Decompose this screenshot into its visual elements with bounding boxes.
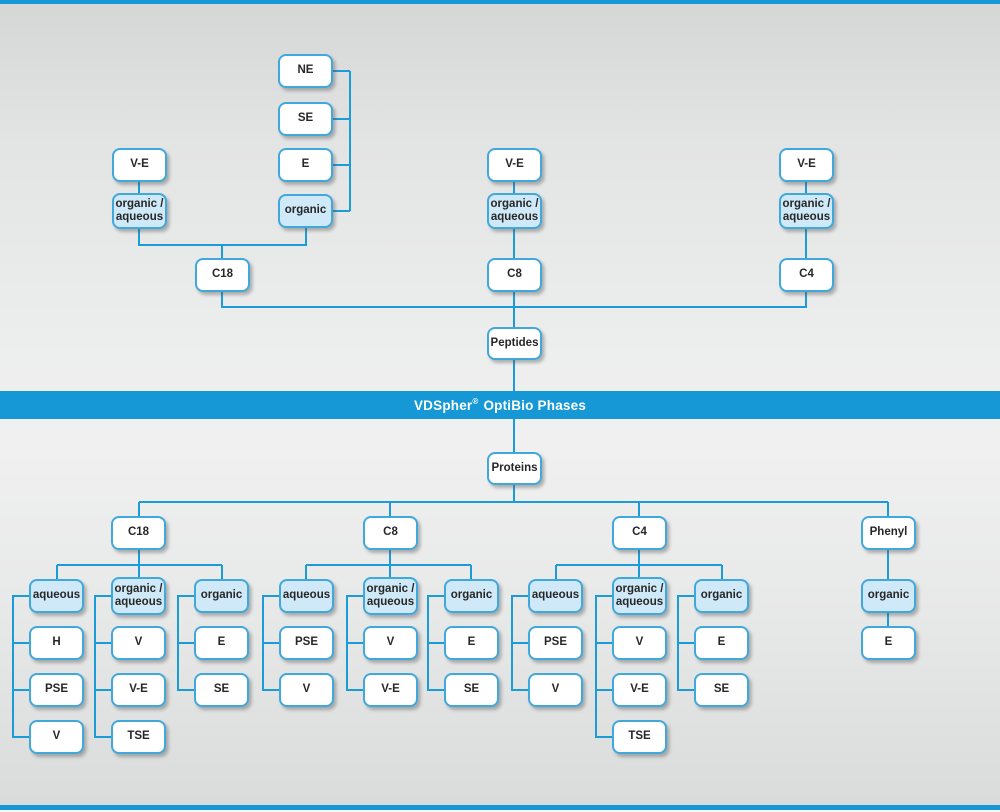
node-c18-aqueous-pse: PSE — [29, 673, 84, 707]
node-peptides-c4: C4 — [779, 258, 834, 292]
node-c4-orgaq: organic / aqueous — [612, 577, 667, 615]
bottom-accent-bar — [0, 805, 1000, 810]
node-c18-orgaq-ve: V-E — [111, 673, 166, 707]
node-c4-aqueous-pse: PSE — [528, 626, 583, 660]
node-peptides-c4-orgaq: organic / aqueous — [779, 193, 834, 229]
node-c4-organic-e: E — [694, 626, 749, 660]
node-phenyl-organic: organic — [861, 579, 916, 613]
bottom-strip — [0, 810, 1000, 812]
node-peptides-se: SE — [278, 102, 333, 136]
node-peptides-c4-ve: V-E — [779, 148, 834, 182]
node-peptides-organic: organic — [278, 194, 333, 228]
node-peptides-c8-ve: V-E — [487, 148, 542, 182]
node-c4-orgaq-v: V — [612, 626, 667, 660]
node-c8-orgaq: organic / aqueous — [363, 577, 418, 615]
node-peptides: Peptides — [487, 327, 542, 360]
node-c8-aqueous-v: V — [279, 673, 334, 707]
node-peptides-e: E — [278, 148, 333, 182]
node-c4-aqueous: aqueous — [528, 579, 583, 613]
node-c18-orgaq-tse: TSE — [111, 720, 166, 754]
node-c8-organic: organic — [444, 579, 499, 613]
node-c18-aqueous-h: H — [29, 626, 84, 660]
node-proteins-phenyl: Phenyl — [861, 516, 916, 550]
node-proteins: Proteins — [487, 452, 542, 485]
node-proteins-c8: C8 — [363, 516, 418, 550]
node-c18-orgaq-v: V — [111, 626, 166, 660]
node-c4-orgaq-tse: TSE — [612, 720, 667, 754]
node-c4-orgaq-ve: V-E — [612, 673, 667, 707]
node-c18-aqueous-v: V — [29, 720, 84, 754]
node-peptides-c18-ve: V-E — [112, 148, 167, 182]
node-peptides-c8: C8 — [487, 258, 542, 292]
node-c8-orgaq-v: V — [363, 626, 418, 660]
node-c4-organic: organic — [694, 579, 749, 613]
edge-c4-oa-leaves — [595, 595, 612, 738]
edge-c18-oa-leaves — [94, 595, 111, 738]
node-peptides-ne: NE — [278, 54, 333, 88]
node-c18-aqueous: aqueous — [29, 579, 84, 613]
node-phenyl-organic-e: E — [861, 626, 916, 660]
node-proteins-c4: C4 — [612, 516, 667, 550]
node-c8-organic-e: E — [444, 626, 499, 660]
node-c8-orgaq-ve: V-E — [363, 673, 418, 707]
node-c4-organic-se: SE — [694, 673, 749, 707]
banner-text: VDSpher® OptiBio Phases — [413, 397, 587, 413]
node-peptides-c18-orgaq: organic / aqueous — [112, 193, 167, 229]
node-c18-orgaq: organic / aqueous — [111, 577, 166, 615]
node-c8-aqueous-pse: PSE — [279, 626, 334, 660]
edge-c18-aq-leaves — [12, 595, 29, 738]
node-c18-organic-se: SE — [194, 673, 249, 707]
node-peptides-c8-orgaq: organic / aqueous — [487, 193, 542, 229]
node-proteins-c18: C18 — [111, 516, 166, 550]
node-peptides-c18: C18 — [195, 258, 250, 292]
node-c8-organic-se: SE — [444, 673, 499, 707]
registered-mark: ® — [472, 397, 479, 406]
node-c18-organic-e: E — [194, 626, 249, 660]
node-c18-organic: organic — [194, 579, 249, 613]
node-c4-aqueous-v: V — [528, 673, 583, 707]
node-c8-aqueous: aqueous — [279, 579, 334, 613]
top-accent-bar — [0, 0, 1000, 4]
banner-vdspher-optibio-phases: VDSpher® OptiBio Phases — [0, 391, 1000, 419]
